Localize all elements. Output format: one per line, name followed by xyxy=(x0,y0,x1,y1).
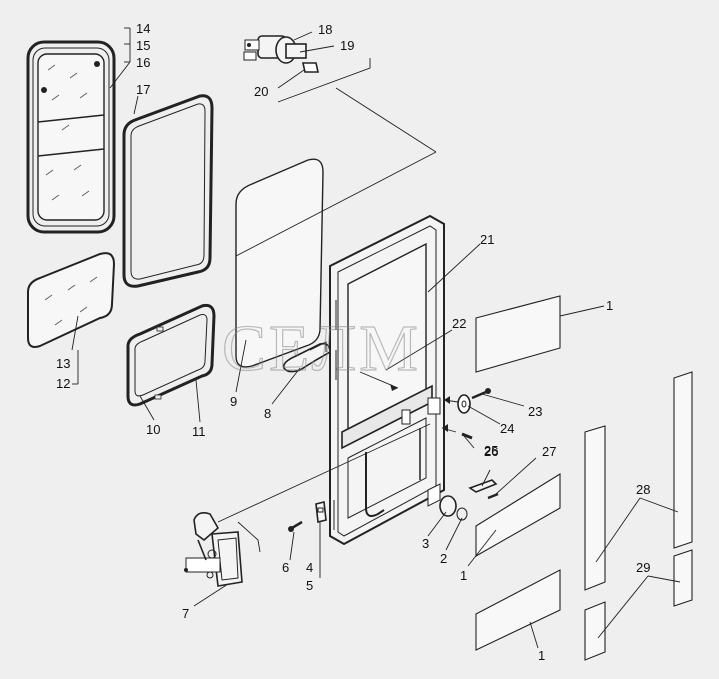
lever-26 xyxy=(468,479,498,493)
lock-mechanism-7 xyxy=(184,512,243,587)
label-1-upper: 1 xyxy=(606,298,613,313)
label-5: 5 xyxy=(306,578,313,593)
label-4: 4 xyxy=(306,560,313,575)
glass-9 xyxy=(235,158,324,368)
label-3: 3 xyxy=(422,536,429,551)
label-20: 20 xyxy=(254,84,268,99)
label-9: 9 xyxy=(230,394,237,409)
film-28-right xyxy=(673,371,693,549)
bolt-23 xyxy=(471,388,491,400)
assembly-lines xyxy=(217,58,459,553)
film-28-left xyxy=(584,425,606,591)
interior-handle-8 xyxy=(282,341,331,373)
label-18: 18 xyxy=(318,22,332,37)
label-19: 19 xyxy=(340,38,354,53)
film-29-left xyxy=(584,601,606,661)
film-1-middle xyxy=(475,473,561,557)
upper-window-assembly xyxy=(26,40,116,234)
label-6: 6 xyxy=(282,560,289,575)
label-2: 2 xyxy=(440,551,447,566)
label-25: 25 xyxy=(484,443,498,458)
film-29-right xyxy=(673,549,693,607)
screw-25 xyxy=(461,432,473,440)
label-28: 28 xyxy=(636,482,650,497)
label-23: 23 xyxy=(528,404,542,419)
film-1-upper xyxy=(475,295,561,373)
lower-seal-10-11 xyxy=(126,304,216,407)
watermark: СЕЛМ xyxy=(222,312,421,385)
film-1-lower xyxy=(475,569,561,651)
striker-4-5 xyxy=(315,501,327,523)
part-labels: 14 15 16 17 18 19 20 21 22 1 23 24 25 xyxy=(56,21,650,663)
label-15: 15 xyxy=(136,38,150,53)
label-1-lower: 1 xyxy=(538,648,545,663)
label-8: 8 xyxy=(264,406,271,421)
screw-27 xyxy=(487,492,499,500)
roller-3 xyxy=(439,495,468,521)
label-21: 21 xyxy=(480,232,494,247)
label-10: 10 xyxy=(146,422,160,437)
label-12: 12 xyxy=(56,376,70,391)
label-22: 22 xyxy=(452,316,466,331)
washer-24 xyxy=(457,394,471,414)
window-seal-17 xyxy=(122,94,214,288)
lock-cylinder-18-20 xyxy=(243,35,319,73)
screw-6 xyxy=(288,520,303,532)
label-7: 7 xyxy=(182,606,189,621)
label-17: 17 xyxy=(136,82,150,97)
leader-lines xyxy=(71,27,681,649)
label-26: 26 xyxy=(484,444,498,459)
label-27: 27 xyxy=(542,444,556,459)
label-1-middle: 1 xyxy=(460,568,467,583)
label-24: 24 xyxy=(500,421,514,436)
label-14: 14 xyxy=(136,21,150,36)
label-11: 11 xyxy=(192,424,206,439)
label-16: 16 xyxy=(136,55,150,70)
lower-glass-12-13 xyxy=(27,252,116,348)
door-frame-21-22 xyxy=(329,214,445,546)
label-29: 29 xyxy=(636,560,650,575)
label-13: 13 xyxy=(56,356,70,371)
